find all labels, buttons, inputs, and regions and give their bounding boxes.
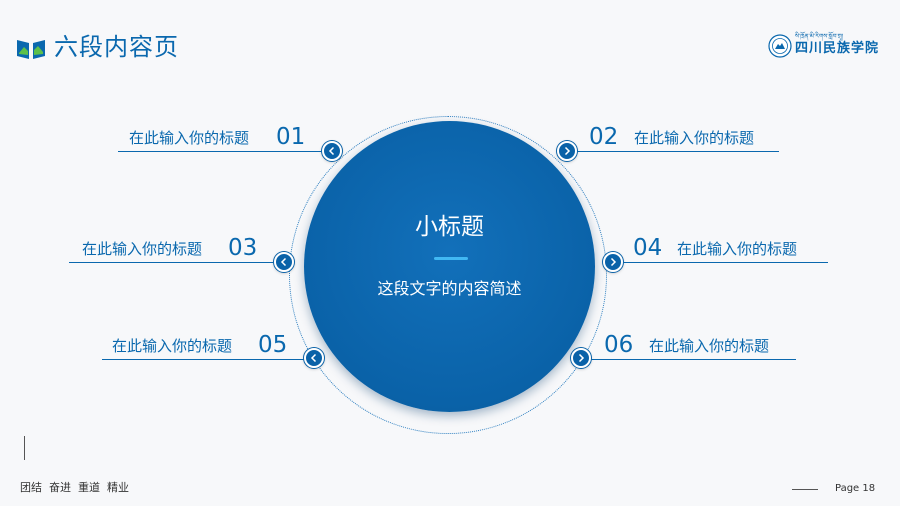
item-06-title: 在此输入你的标题 — [649, 337, 770, 355]
item-04-underline — [620, 262, 828, 263]
item-04-button[interactable] — [603, 252, 623, 272]
item-01-title: 在此输入你的标题 — [129, 129, 250, 147]
item-05-underline — [102, 359, 308, 360]
chevron-right-icon — [578, 353, 585, 363]
mountain-book-icon — [17, 40, 45, 59]
page-title: 六段内容页 — [54, 33, 179, 61]
item-05-number: 05 — [258, 332, 288, 358]
item-03-title: 在此输入你的标题 — [82, 240, 203, 258]
footer-divider — [792, 489, 818, 490]
chevron-right-icon — [610, 257, 617, 267]
item-02-title: 在此输入你的标题 — [634, 129, 755, 147]
chevron-left-icon — [328, 146, 335, 156]
item-06-number: 06 — [604, 332, 634, 358]
item-04-title: 在此输入你的标题 — [677, 240, 798, 258]
item-06-button[interactable] — [571, 348, 591, 368]
item-01-button[interactable] — [322, 141, 342, 161]
university-seal-icon — [768, 34, 792, 58]
item-05-button[interactable] — [304, 348, 324, 368]
center-description: 这段文字的内容简述 — [377, 279, 522, 298]
logo-text: 四川民族学院 — [795, 41, 880, 56]
footer-motto: 团结 奋进 重道 精业 — [20, 481, 129, 494]
outer-dotted-ring — [289, 116, 607, 434]
item-03-button[interactable] — [274, 252, 294, 272]
left-divider — [24, 436, 25, 460]
item-04-number: 04 — [633, 235, 663, 261]
item-06-underline — [588, 359, 796, 360]
item-03-underline — [69, 262, 280, 263]
logo-tibetan-text: སི་ཁྲོན་མི་རིགས་སློབ་གྲྭ། — [795, 33, 844, 40]
chevron-right-icon — [564, 146, 571, 156]
center-title: 小标题 — [415, 214, 484, 240]
chevron-left-icon — [280, 257, 287, 267]
chevron-left-icon — [310, 353, 317, 363]
item-02-underline — [574, 151, 779, 152]
item-01-underline — [118, 151, 330, 152]
item-01-number: 01 — [276, 124, 306, 150]
page-number: Page 18 — [835, 483, 876, 494]
item-02-number: 02 — [589, 124, 619, 150]
center-divider — [434, 257, 468, 260]
item-03-number: 03 — [228, 235, 258, 261]
center-circle — [304, 121, 595, 412]
item-02-button[interactable] — [557, 141, 577, 161]
item-05-title: 在此输入你的标题 — [112, 337, 233, 355]
